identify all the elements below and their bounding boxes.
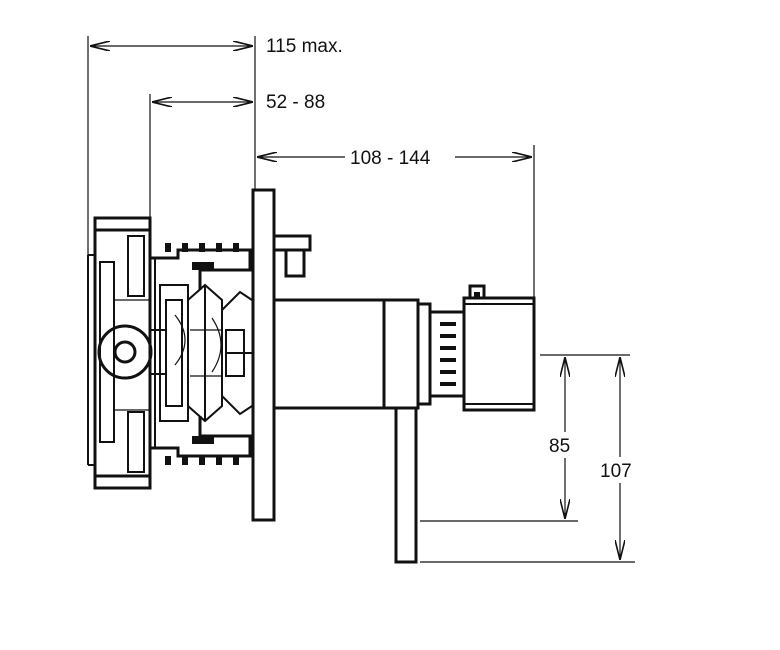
housing-top-teeth [165, 243, 239, 252]
lever-height-total-label: 107 [600, 461, 632, 482]
spout-stub [272, 234, 312, 278]
dimension-wall-depth-range: 52 - 88 [149, 92, 325, 225]
lever-handle [394, 406, 418, 564]
wall-depth-range-label: 52 - 88 [266, 92, 325, 113]
projection-range-label: 108 - 144 [350, 148, 431, 169]
dimension-projection-range: 108 - 144 [257, 143, 535, 300]
inlet-connection [97, 324, 165, 380]
dimension-lever-height-total: 107 [420, 357, 642, 563]
cartridge-mechanism [159, 262, 253, 444]
dimension-lever-height-upper: 85 [420, 354, 630, 522]
mixer-body [272, 298, 466, 410]
housing-bottom-teeth [165, 456, 239, 465]
temperature-knob [462, 284, 536, 412]
knurled-ring [440, 322, 456, 386]
cartridge-housing [150, 243, 252, 465]
dimension-overall-depth: 115 max. [87, 36, 343, 255]
overall-depth-label: 115 max. [266, 36, 343, 57]
cover-plate [251, 188, 276, 522]
concealed-valve-body [87, 216, 152, 490]
lever-height-upper-label: 85 [549, 436, 570, 457]
